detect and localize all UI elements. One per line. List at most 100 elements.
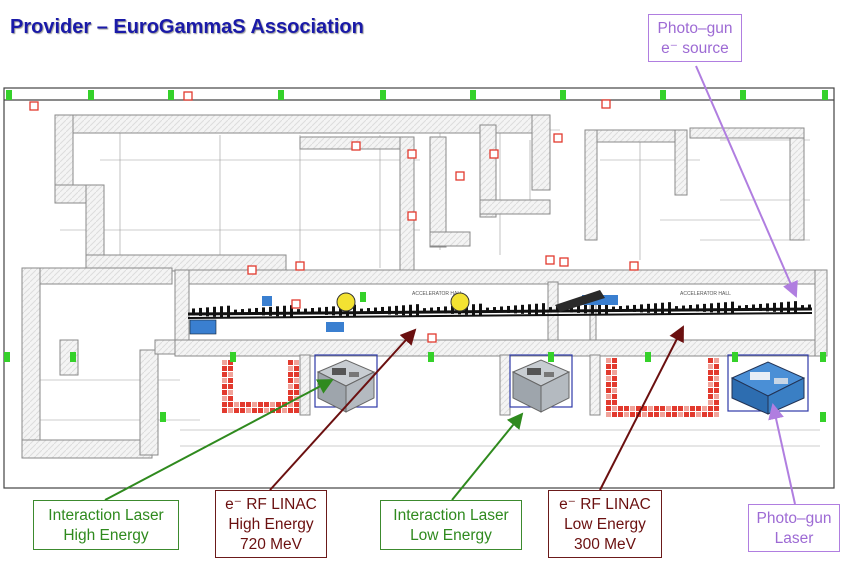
brick [264,408,269,413]
red-marker [29,101,39,111]
beam-component [430,307,433,313]
beam-component [276,306,279,317]
beam-component [213,306,216,317]
red-marker [247,265,257,275]
beam-component [766,303,769,312]
beam-component [794,301,797,314]
beam-component [493,307,496,313]
beam-component [598,303,601,315]
red-marker [291,299,301,309]
brick [288,396,293,401]
beam-component [612,306,615,311]
brick [666,412,671,417]
green-marker [380,90,386,100]
beam-component [437,307,440,314]
brick [246,408,251,413]
beam-component [780,302,783,313]
brick [714,394,719,399]
brick [288,384,293,389]
brick [642,406,647,411]
cube-render-icon [511,359,571,413]
brick [612,388,617,393]
brick [228,396,233,401]
brick [222,360,227,365]
brick [294,378,299,383]
brick [222,396,227,401]
brick [228,408,233,413]
beam-component [661,302,664,314]
beam-component [192,308,195,316]
cube-render-icon [316,359,376,413]
brick [714,364,719,369]
red-marker [295,261,305,271]
brick [252,402,257,407]
upper-hall-label: ACCELERATOR HALL [412,291,463,297]
brick [684,412,689,417]
brick [294,402,299,407]
beam-component [528,304,531,315]
red-marker [629,261,639,271]
brick [288,390,293,395]
beam-component [640,304,643,313]
brick [228,402,233,407]
brick [708,358,713,363]
brick [222,384,227,389]
beam-component [465,304,468,315]
beam-component [360,308,363,313]
brick [708,400,713,405]
brick [714,388,719,393]
beam-component [549,307,552,312]
brick [708,388,713,393]
brick [288,378,293,383]
brick [714,376,719,381]
brick [288,408,293,413]
beam-component [731,301,734,314]
brick [708,382,713,387]
brick [222,408,227,413]
callout-line: Photo–gun [756,510,832,527]
brick [270,402,275,407]
brick [606,394,611,399]
brick [660,406,665,411]
callout-line: 720 MeV [239,536,303,553]
beam-component [353,304,356,317]
brick [264,402,269,407]
brick [228,390,233,395]
beam-component [773,302,776,312]
brick [708,364,713,369]
brick [642,412,647,417]
beam-component [605,302,608,315]
beam-component [626,305,629,312]
cube-render-icon [730,361,806,415]
brick [678,406,683,411]
beam-component [752,304,755,311]
brick [612,400,617,405]
beam-component [724,302,727,314]
red-marker [407,211,417,221]
brick [294,390,299,395]
beam-component [521,304,524,314]
laser-hutch-low-energy [606,358,719,417]
beam-component [514,305,517,314]
red-marker [601,99,611,109]
red-marker [183,91,193,101]
brick [606,370,611,375]
beam-component [381,306,384,314]
beam-component [801,305,804,310]
brick [606,412,611,417]
beam-component [584,304,587,314]
beam-component [738,305,741,310]
brick [228,378,233,383]
callout-line: Low Energy [410,527,492,544]
beam-component [304,308,307,314]
red-markers [29,91,639,343]
beam-component [486,307,489,312]
green-marker [168,90,174,100]
callout-photogun-laser: Photo–gun Laser [748,504,840,552]
building-outline [3,87,835,489]
red-marker [559,257,569,267]
beam-component [654,303,657,314]
beam-component [689,304,692,311]
brick [672,406,677,411]
